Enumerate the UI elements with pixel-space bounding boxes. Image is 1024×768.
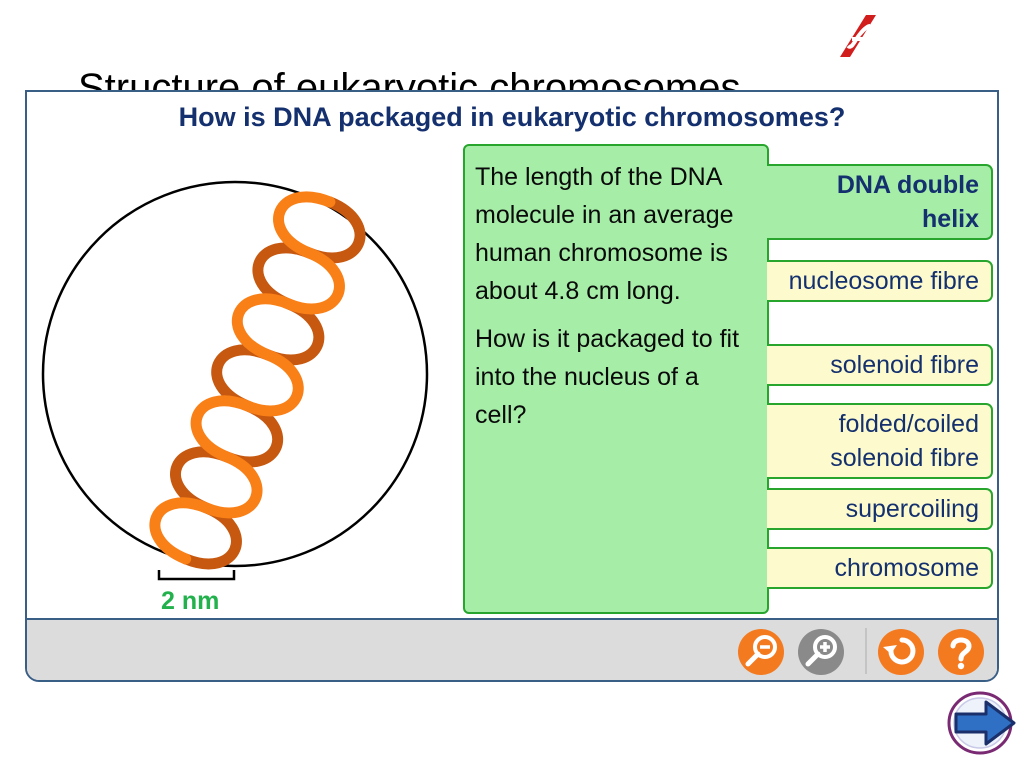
- zoom-in-icon[interactable]: [797, 628, 845, 676]
- dna-double-helix-icon: [149, 191, 366, 570]
- step-chromosome[interactable]: chromosome: [767, 547, 993, 589]
- step-solenoid-fibre[interactable]: solenoid fibre: [767, 344, 993, 386]
- flash-player-icon: [840, 15, 876, 57]
- activity-panel: How is DNA packaged in eukaryotic chromo…: [25, 90, 999, 682]
- replay-icon[interactable]: [877, 628, 925, 676]
- info-paragraph: The length of the DNA molecule in an ave…: [475, 163, 734, 305]
- scale-label: 2 nm: [161, 587, 220, 615]
- info-box: The length of the DNA molecule in an ave…: [463, 144, 769, 614]
- step-dna-double-helix[interactable]: DNA double helix: [767, 164, 993, 240]
- info-question: How is it packaged to fit into the nucle…: [475, 325, 740, 429]
- step-folded-coiled-solenoid-fibre[interactable]: folded/coiled solenoid fibre: [767, 403, 993, 479]
- toolbar-divider: [865, 628, 867, 674]
- scale-bar: [157, 570, 236, 581]
- step-nucleosome-fibre[interactable]: nucleosome fibre: [767, 260, 993, 302]
- question-heading: How is DNA packaged in eukaryotic chromo…: [178, 102, 846, 132]
- toolbar: [27, 618, 997, 680]
- nucleus-circle: [41, 180, 429, 568]
- next-slide-arrow-icon[interactable]: [946, 690, 1020, 756]
- step-supercoiling[interactable]: supercoiling: [767, 488, 993, 530]
- zoom-out-icon[interactable]: [737, 628, 785, 676]
- help-icon[interactable]: [937, 628, 985, 676]
- dna-helix-diagram: [41, 180, 429, 581]
